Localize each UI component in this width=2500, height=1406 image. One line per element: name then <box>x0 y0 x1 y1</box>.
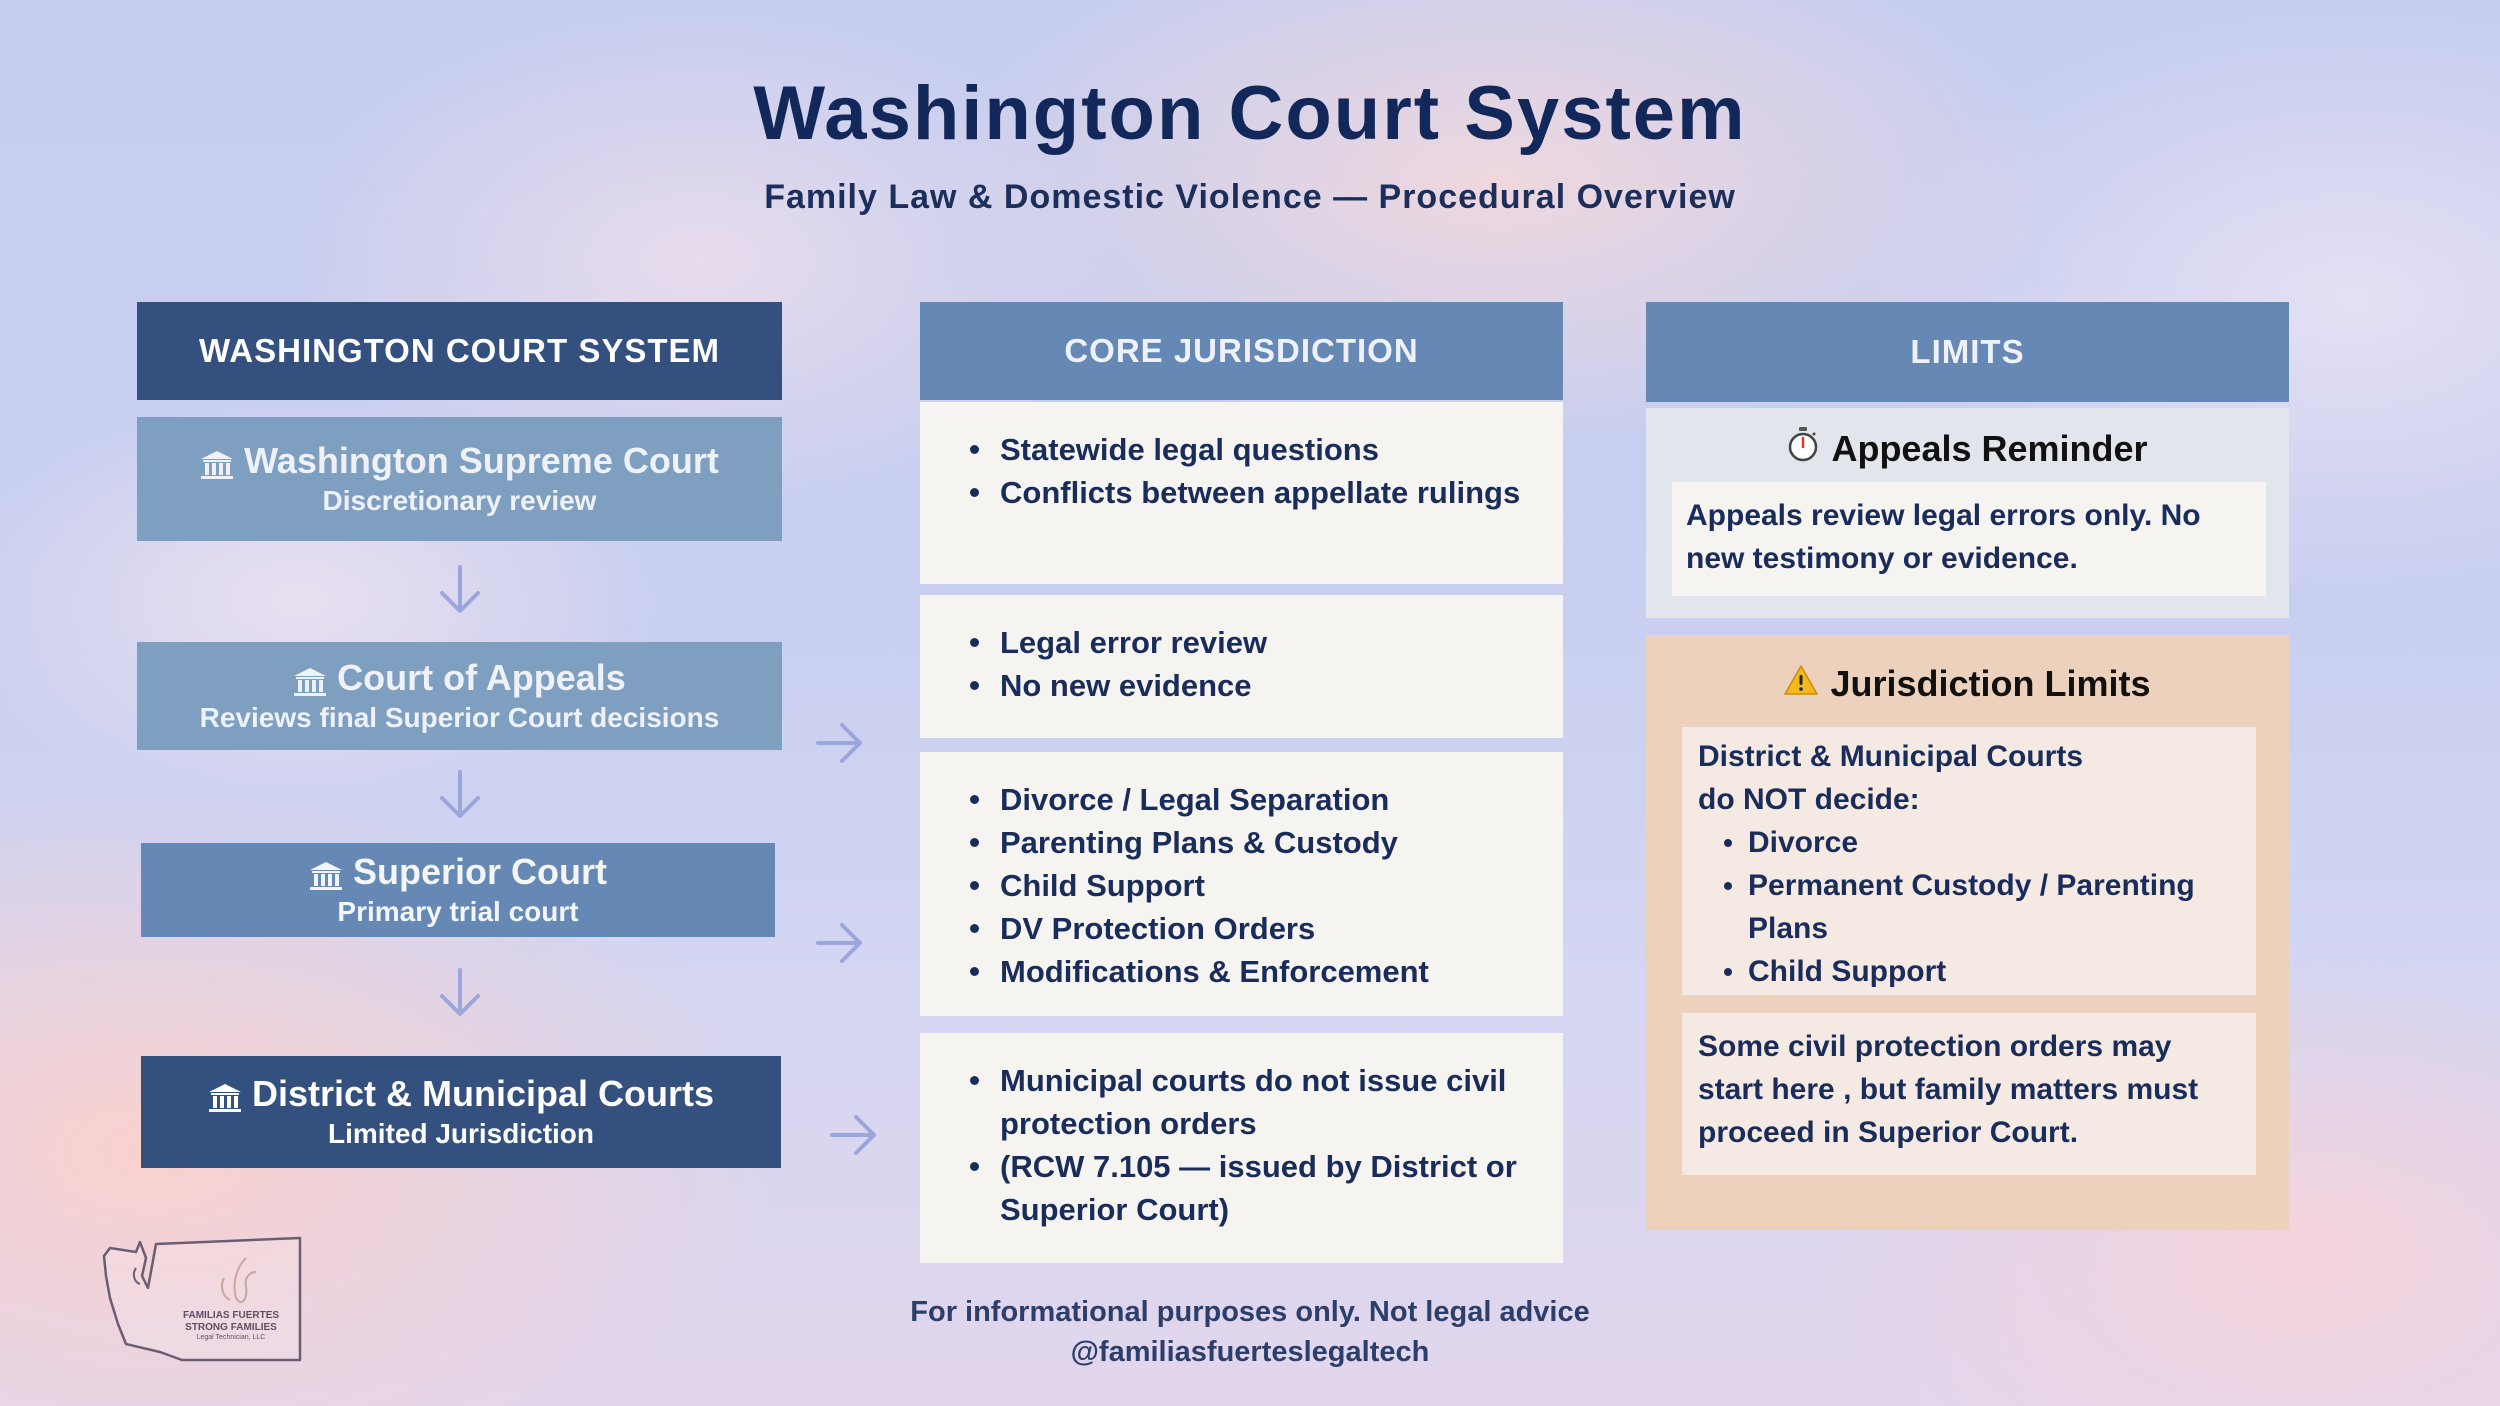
limits-intro-line: District & Municipal Courts <box>1698 740 2084 773</box>
limits-column-header-label: LIMITS <box>1910 333 2025 370</box>
appeals-reminder-text: Appeals review legal errors only. No new… <box>1672 482 2266 596</box>
list-item: Child Support <box>1720 950 2240 993</box>
court-name: Superior Court <box>352 851 607 892</box>
courthouse-icon <box>200 446 234 479</box>
list-item: Divorce <box>1720 821 2240 864</box>
jurisdiction-limits-heading: Jurisdiction Limits <box>1646 663 2289 705</box>
court-box-supreme: Washington Supreme Court Discretionary r… <box>137 417 782 541</box>
appeals-reminder-box: Appeals Reminder Appeals review legal er… <box>1646 408 2289 618</box>
logo-text-line: STRONG FAMILIES <box>185 1322 277 1333</box>
list-item: Municipal courts do not issue civil prot… <box>970 1059 1523 1145</box>
court-name: Court of Appeals <box>337 657 626 698</box>
warning-icon <box>1784 663 1819 705</box>
logo-text-line: Legal Technician, LLC <box>196 1334 266 1341</box>
court-name: Washington Supreme Court <box>244 440 719 481</box>
court-description: Discretionary review <box>322 485 597 516</box>
courthouse-icon <box>309 857 343 890</box>
list-item: Permanent Custody / Parenting Plans <box>1720 864 2240 950</box>
court-box-appeals: Court of Appeals Reviews final Superior … <box>137 642 782 750</box>
court-box-superior: Superior Court Primary trial court <box>141 843 775 937</box>
list-item: (RCW 7.105 — issued by District or Super… <box>970 1145 1523 1231</box>
jurisdiction-limits-title: Jurisdiction Limits <box>1830 663 2151 704</box>
list-item: Child Support <box>970 864 1523 907</box>
company-logo: FAMILIAS FUERTES STRONG FAMILIES Legal T… <box>96 1228 306 1364</box>
list-item: Divorce / Legal Separation <box>970 778 1523 821</box>
list-item: Conflicts between appellate rulings <box>970 471 1523 514</box>
appeals-reminder-title: Appeals Reminder <box>1831 427 2148 469</box>
list-item: Legal error review <box>970 621 1523 664</box>
right-arrow-icon <box>830 1110 880 1160</box>
down-arrow-icon <box>436 565 484 615</box>
jurisdiction-column-header-label: CORE JURISDICTION <box>1064 332 1419 369</box>
footer-disclaimer: For informational purposes only. Not leg… <box>910 1296 1590 1328</box>
jurisdiction-limits-box: Jurisdiction Limits District & Municipal… <box>1646 635 2289 1230</box>
jurisdiction-panel-appeals: Legal error review No new evidence <box>920 595 1563 738</box>
courts-column-header: WASHINGTON COURT SYSTEM <box>137 302 782 400</box>
down-arrow-icon <box>436 968 484 1018</box>
stopwatch-icon <box>1787 426 1819 471</box>
jurisdiction-column-header: CORE JURISDICTION <box>920 302 1563 400</box>
court-box-district-municipal: District & Municipal Courts Limited Juri… <box>141 1056 781 1168</box>
list-item: Parenting Plans & Custody <box>970 821 1523 864</box>
courthouse-icon <box>208 1079 242 1112</box>
right-arrow-icon <box>816 918 866 968</box>
page-title: Washington Court System <box>753 71 1747 156</box>
court-name: District & Municipal Courts <box>251 1073 715 1114</box>
courthouse-icon <box>293 663 327 696</box>
right-arrow-icon <box>816 718 866 768</box>
limits-intro-line: do NOT decide: <box>1698 783 1920 816</box>
list-item: DV Protection Orders <box>970 907 1523 950</box>
list-item: Modifications & Enforcement <box>970 950 1523 993</box>
footer-handle: @familiasfuerteslegaltech <box>1070 1336 1430 1368</box>
logo-text-line: FAMILIAS FUERTES <box>182 1310 280 1321</box>
appeals-reminder-heading: Appeals Reminder <box>1646 426 2289 471</box>
limits-list-card: District & Municipal Courts do NOT decid… <box>1682 727 2256 995</box>
down-arrow-icon <box>436 770 484 820</box>
list-item: Statewide legal questions <box>970 428 1523 471</box>
jurisdiction-panel-superior: Divorce / Legal Separation Parenting Pla… <box>920 752 1563 1016</box>
court-description: Limited Jurisdiction <box>327 1118 595 1149</box>
jurisdiction-panel-supreme: Statewide legal questions Conflicts betw… <box>920 402 1563 584</box>
list-item: No new evidence <box>970 664 1523 707</box>
court-description: Reviews final Superior Court decisions <box>199 702 720 733</box>
page-subtitle: Family Law & Domestic Violence — Procedu… <box>764 178 1736 216</box>
court-description: Primary trial court <box>337 896 579 927</box>
jurisdiction-panel-district-municipal: Municipal courts do not issue civil prot… <box>920 1033 1563 1263</box>
limits-note-card: Some civil protection orders may start h… <box>1682 1013 2256 1175</box>
courts-column-header-label: WASHINGTON COURT SYSTEM <box>198 332 721 369</box>
limits-column-header: LIMITS <box>1646 302 2289 402</box>
